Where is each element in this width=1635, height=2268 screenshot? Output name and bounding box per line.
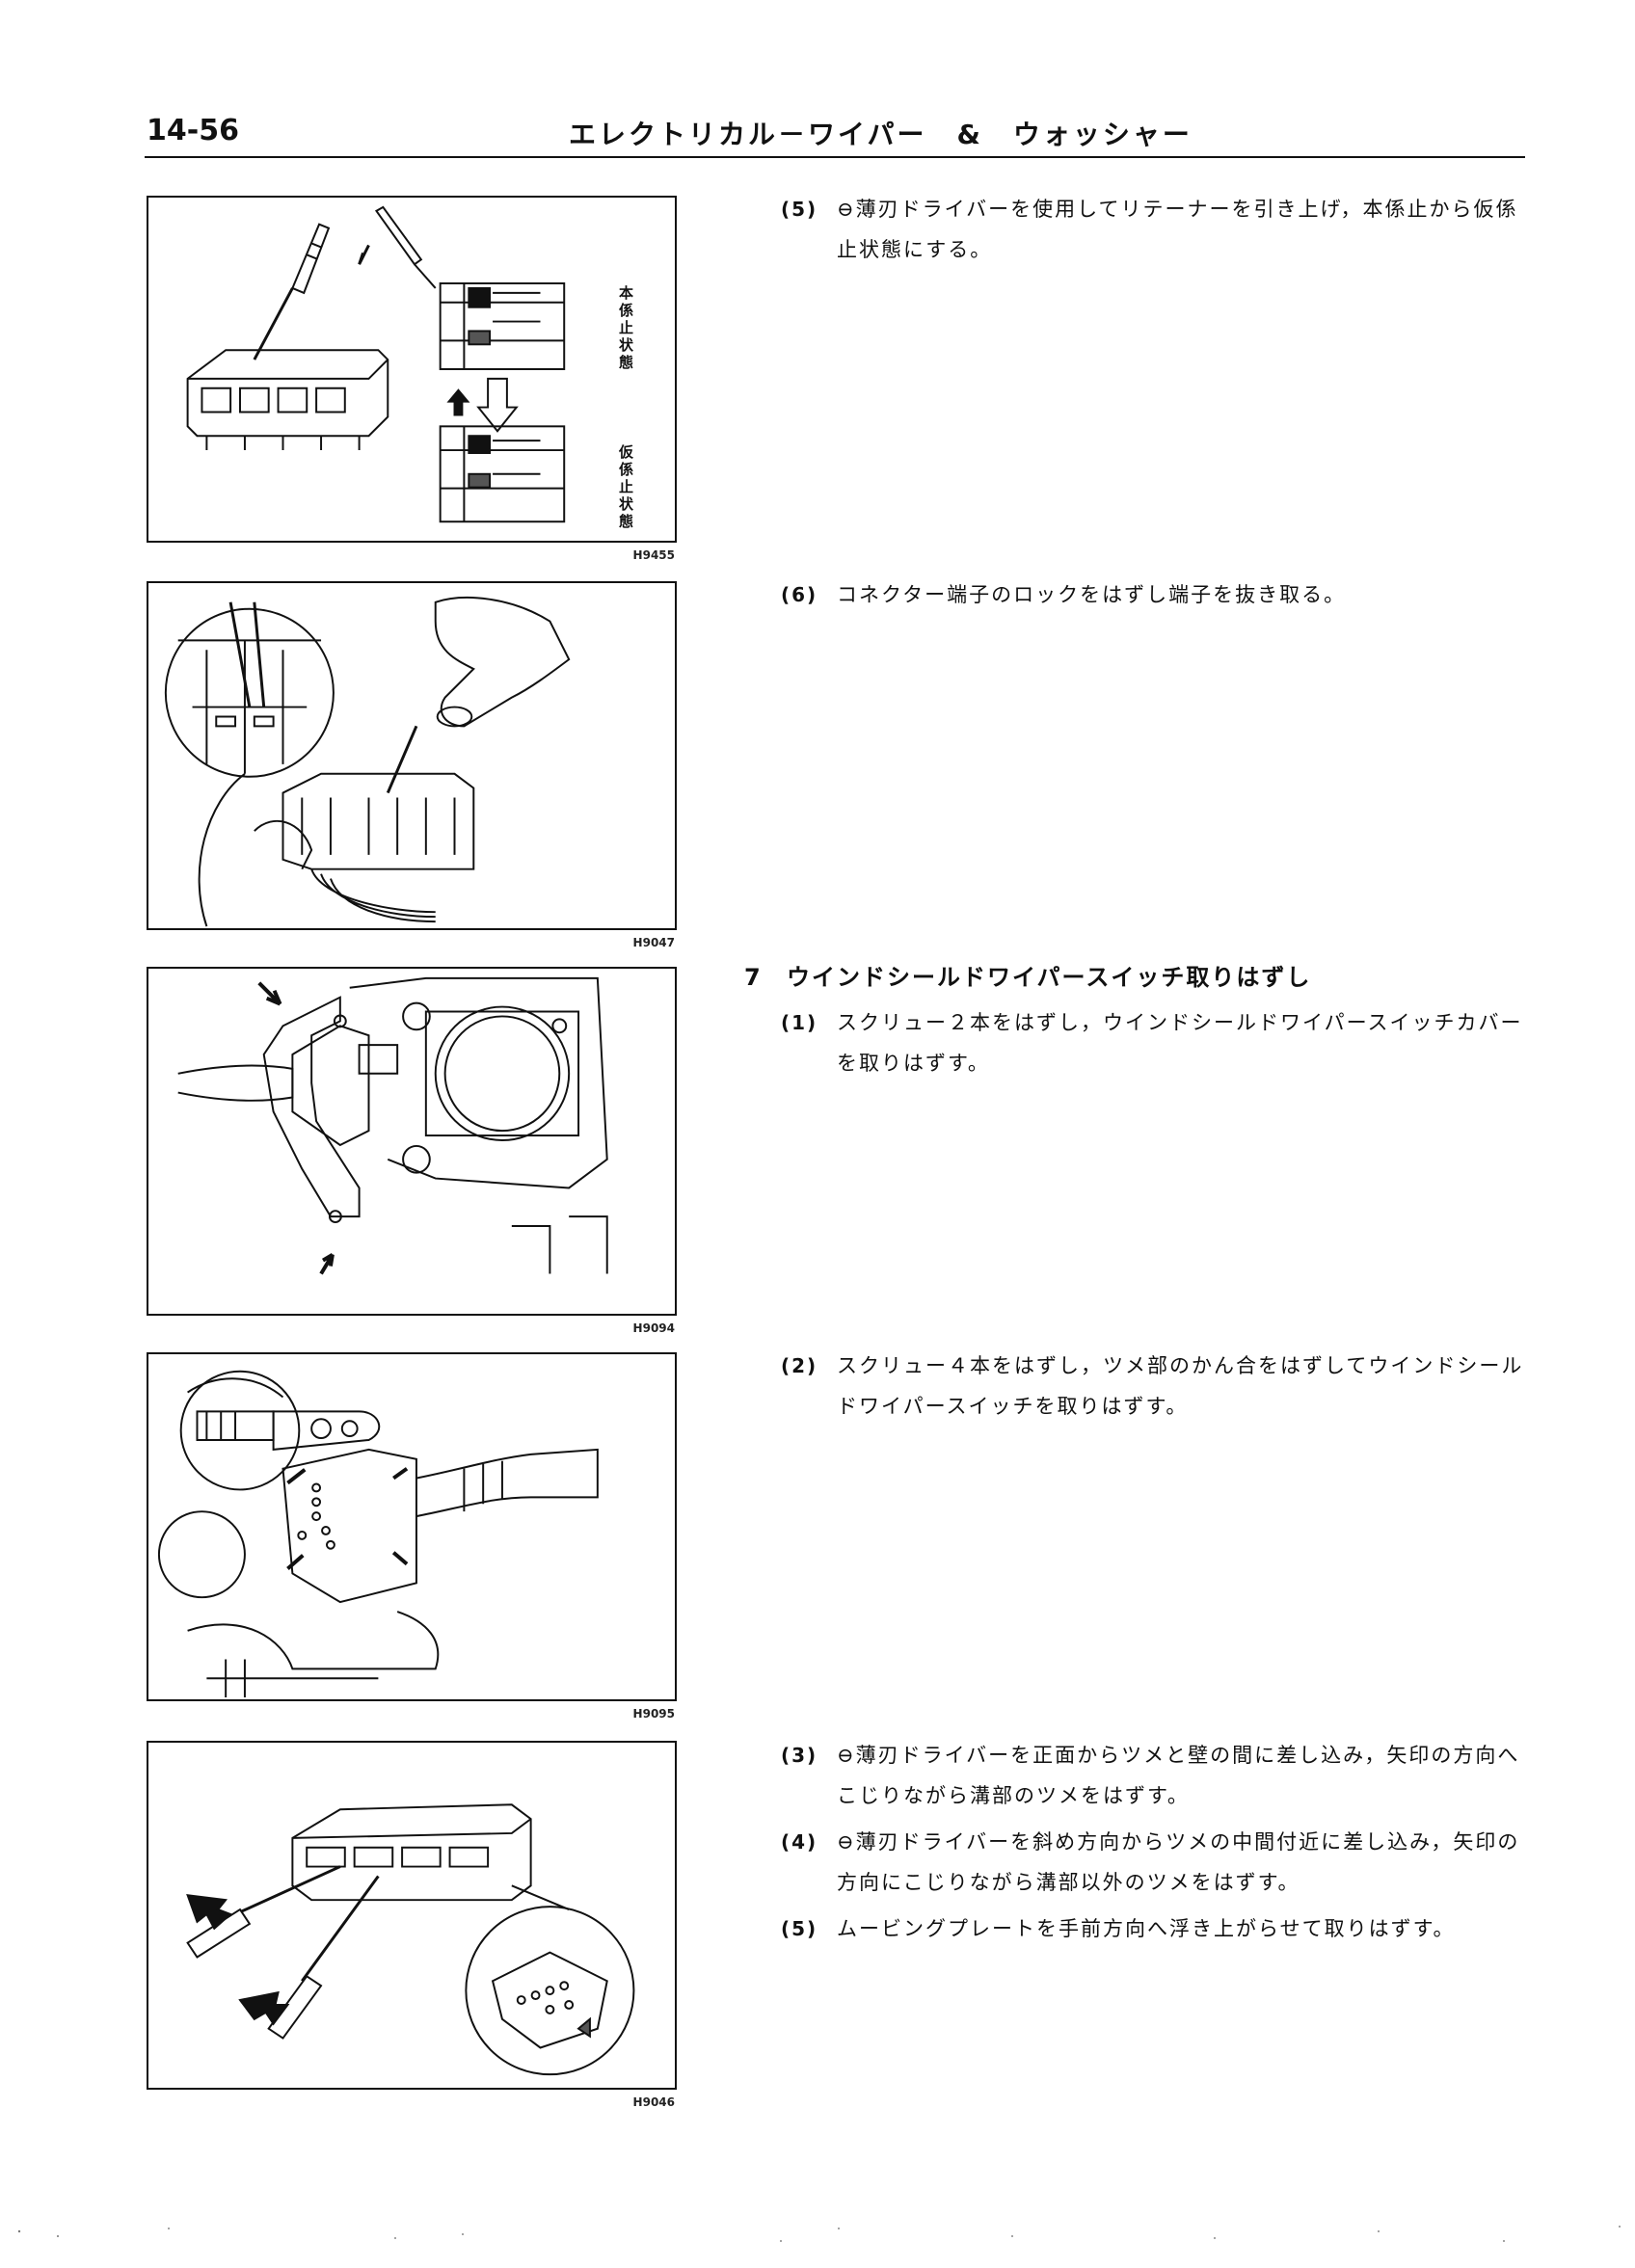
figure-code: H9094 xyxy=(632,1321,675,1335)
page-number: 14-56 xyxy=(147,114,239,147)
label-temp-lock: 仮係止状態 xyxy=(619,443,634,530)
step-number: (2) xyxy=(781,1354,818,1377)
step-number: (5) xyxy=(781,198,818,221)
switch-cover-illustration xyxy=(177,976,608,1275)
step-text: ムービングプレートを手前方向へ浮き上がらせて取りはずす。 xyxy=(837,1917,1456,1940)
step-item: (6) コネクター端子のロックをはずし端子を抜き取る。 xyxy=(781,574,1533,615)
section-title: ウインドシールドワイパースイッチ取りはずし xyxy=(787,964,1312,991)
figure-code: H9047 xyxy=(632,936,675,949)
step-text: スクリュー２本をはずし，ウインドシールドワイパースイッチカバーを取りはずす。 xyxy=(837,1011,1523,1075)
step-item: (2) スクリュー４本をはずし，ツメ部のかん合をはずしてウインドシールドワイパー… xyxy=(781,1346,1533,1427)
section-number: 7 xyxy=(744,964,763,991)
step-item: (4) ⊖薄刃ドライバーを斜め方向からツメの中間付近に差し込み，矢印の方向にこじ… xyxy=(781,1822,1533,1903)
page-title: エレクトリカル－ワイパー & ウォッシャー xyxy=(569,119,1193,150)
step-item: (5) ⊖薄刃ドライバーを使用してリテーナーを引き上げ，本係止から仮係止状態にす… xyxy=(781,189,1533,270)
figure-retainer: 本係止状態 仮係止状態 H9455 xyxy=(147,196,677,562)
figure-terminal-removal: H9047 xyxy=(147,581,677,949)
step-text: ⊖薄刃ドライバーを使用してリテーナーを引き上げ，本係止から仮係止状態にする。 xyxy=(837,198,1518,261)
figure-code: H9095 xyxy=(632,1707,675,1721)
step-number: (6) xyxy=(781,583,818,606)
step-text: ⊖薄刃ドライバーを正面からツメと壁の間に差し込み，矢印の方向へこじりながら溝部の… xyxy=(837,1744,1520,1807)
step-item: (3) ⊖薄刃ドライバーを正面からツメと壁の間に差し込み，矢印の方向へこじりなが… xyxy=(781,1735,1533,1816)
step-text: ⊖薄刃ドライバーを斜め方向からツメの中間付近に差し込み，矢印の方向にこじりながら… xyxy=(837,1830,1520,1894)
step-text: コネクター端子のロックをはずし端子を抜き取る。 xyxy=(837,583,1347,606)
figure-code: H9455 xyxy=(632,548,675,562)
figure-code: H9046 xyxy=(632,2095,675,2109)
step-item: (1) スクリュー２本をはずし，ウインドシールドワイパースイッチカバーを取りはず… xyxy=(781,1002,1533,1083)
step-item: (5) ムービングプレートを手前方向へ浮き上がらせて取りはずす。 xyxy=(781,1908,1533,1949)
step-number: (4) xyxy=(781,1830,818,1854)
terminal-removal-illustration xyxy=(164,597,571,927)
figure-switch-cover: H9094 xyxy=(147,967,677,1335)
step-number: (3) xyxy=(781,1744,818,1767)
step-number: (1) xyxy=(781,1011,818,1034)
wiper-switch-illustration xyxy=(157,1370,599,1698)
header-rule xyxy=(145,156,1525,158)
scan-specks xyxy=(17,2226,1621,2242)
moving-plate-illustration xyxy=(186,1803,635,2076)
section-heading: 7 ウインドシールドワイパースイッチ取りはずし xyxy=(744,958,1311,992)
figure-wiper-switch: H9095 xyxy=(147,1352,677,1721)
figure-moving-plate: H9046 xyxy=(147,1741,677,2109)
label-full-lock: 本係止状態 xyxy=(619,284,634,371)
step-number: (5) xyxy=(781,1917,818,1940)
retainer-illustration xyxy=(186,205,566,523)
step-text: スクリュー４本をはずし，ツメ部のかん合をはずしてウインドシールドワイパースイッチ… xyxy=(837,1354,1524,1418)
